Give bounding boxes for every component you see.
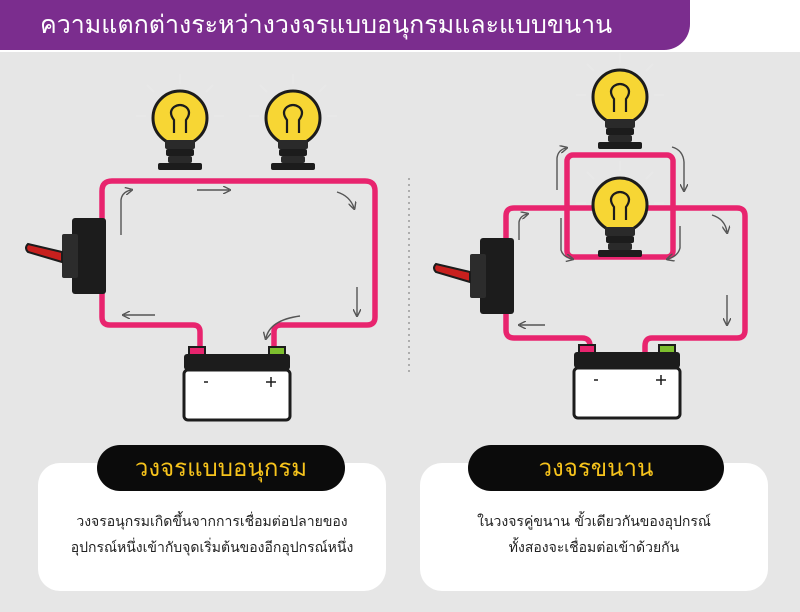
series-circuit-label: วงจรแบบอนุกรม — [97, 445, 345, 491]
lamp-icon — [247, 72, 339, 172]
battery-icon — [572, 342, 682, 420]
series-wire — [99, 178, 378, 346]
series-description-line: วงจรอนุกรมเกิดขึ้นจากการเชื่อมต่อปลายของ — [76, 514, 348, 530]
parallel-circuit-label: วงจรขนาน — [468, 445, 724, 491]
flow-arrow — [518, 214, 527, 240]
series-description-line: อุปกรณ์หนึ่งเข้ากับจุดเริ่มต้นของอีกอุปก… — [70, 540, 354, 556]
lamp-icon — [574, 51, 666, 151]
flow-arrow — [336, 191, 354, 208]
parallel-description-line: ทั้งสองจะเชื่อมต่อเข้าด้วยกัน — [508, 540, 680, 556]
switch-icon — [25, 217, 107, 295]
lamp-icon — [134, 72, 226, 172]
flow-arrow — [668, 226, 681, 259]
parallel-description-line: ในวงจรคู่ขนาน ขั้วเดียวกันของอุปกรณ์ — [477, 514, 711, 530]
page-title: ความแตกต่างระหว่างวงจรแบบอนุกรมและแบบขนา… — [0, 0, 690, 50]
flow-arrow — [120, 190, 131, 235]
flow-arrow — [266, 315, 301, 338]
battery-icon — [182, 344, 292, 422]
switch-icon — [433, 237, 515, 315]
parallel-circuit — [433, 51, 748, 420]
flow-arrow — [560, 218, 572, 259]
flow-arrow — [671, 146, 684, 190]
flow-arrow — [556, 148, 566, 190]
flow-arrow — [711, 214, 727, 232]
series-circuit — [25, 72, 378, 422]
